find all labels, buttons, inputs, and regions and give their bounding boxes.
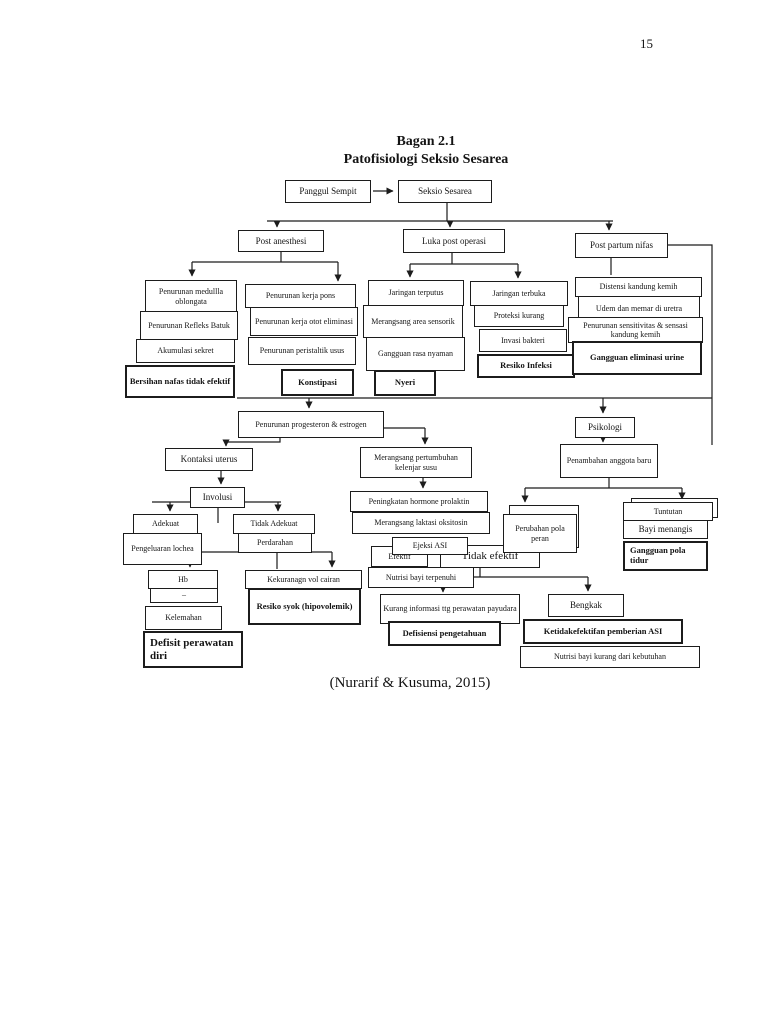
node-jaringan-terbuka: Jaringan terbuka — [470, 281, 568, 306]
node-ketidakefektifan-asi: Ketidakefektifan pemberian ASI — [523, 619, 683, 644]
node-penurunan-kerja-otot: Penurunan kerja otot eliminasi — [250, 307, 358, 336]
node-perubahan-pola-peran: Perubahan pola peran — [503, 514, 577, 553]
node-kurang-informasi: Kurang informasi ttg perawatan payudara — [380, 594, 520, 624]
diagram-title: Bagan 2.1 Patofisiologi Seksio Sesarea — [226, 133, 626, 168]
node-tidak-adekuat: Tidak Adekuat — [233, 514, 315, 534]
citation: (Nurarif & Kusuma, 2015) — [329, 675, 491, 691]
node-kontaksi-uterus: Kontaksi uterus — [165, 448, 253, 471]
node-penurunan-progesteron: Penurunan progesteron & estrogen — [238, 411, 384, 438]
page-number: 15 — [640, 36, 653, 51]
node-nyeri: Nyeri — [374, 370, 436, 396]
node-seksio-sesarea: Seksio Sesarea — [398, 180, 492, 203]
node-proteksi-kurang: Proteksi kurang — [474, 305, 564, 327]
node-merangsang-area-sensorik: Merangsang area sensorik — [363, 305, 463, 338]
node-resiko-syok: Resiko syok (hipovolemik) — [248, 588, 361, 625]
node-akumulasi-sekret: Akumulasi sekret — [136, 339, 235, 363]
diagram-title-line2: Patofisiologi Seksio Sesarea — [343, 151, 509, 167]
node-hb-extra-box: – — [150, 587, 218, 603]
node-merangsang-pertumbuhan: Merangsang pertumbuhan kelenjar susu — [360, 447, 472, 478]
node-nutrisi-terpenuhi: Nutrisi bayi terpenuhi — [368, 567, 474, 588]
node-kelemahan: Kelemahan — [145, 606, 222, 630]
node-merangsang-laktasi: Merangsang laktasi oksitosin — [352, 512, 490, 534]
node-invasi-bakteri: Invasi bakteri — [479, 329, 567, 352]
node-involusi: Involusi — [190, 487, 245, 508]
node-post-anesthesi: Post anesthesi — [238, 230, 324, 252]
node-konstipasi: Konstipasi — [281, 369, 354, 396]
node-bayi-menangis: Bayi menangis — [623, 520, 708, 539]
node-resiko-infeksi: Resiko Infeksi — [477, 354, 575, 378]
diagram-title-line1: Bagan 2.1 — [396, 134, 456, 149]
node-distensi-kandung-kemih: Distensi kandung kemih — [575, 277, 702, 297]
node-penambahan-anggota: Penambahan anggota baru — [560, 444, 658, 478]
node-peningkatan-hormone: Peningkatan hormone prolaktin — [350, 491, 488, 512]
node-bengkak: Bengkak — [548, 594, 624, 617]
node-gangguan-eliminasi-urine: Gangguan eliminasi urine — [572, 341, 702, 375]
node-ejeksi-asi: Ejeksi ASI — [392, 537, 468, 555]
node-luka-post-operasi: Luka post operasi — [403, 229, 505, 253]
node-pengeluaran-lochea: Pengeluaran lochea — [123, 533, 202, 565]
node-panggul-sempit: Panggul Sempit — [285, 180, 371, 203]
node-adekuat: Adekuat — [133, 514, 198, 534]
node-hb: Hb — [148, 570, 218, 589]
node-penurunan-medulla: Penurunan medullla oblongata — [145, 280, 237, 313]
node-penurunan-kerja-pons: Penurunan kerja pons — [245, 284, 356, 308]
node-penurunan-sensitivitas: Penurunan sensitivitas & sensasi kandung… — [568, 317, 703, 343]
node-post-partum-nifas: Post partum nifas — [575, 233, 668, 258]
node-gangguan-rasa-nyaman: Gangguan rasa nyaman — [366, 337, 465, 371]
node-defisiensi-pengetahuan: Defisiensi pengetahuan — [388, 621, 501, 646]
node-tuntutan: Tuntutan — [623, 502, 713, 521]
node-defisit-perawatan-diri: Defisit perawatan diri — [143, 631, 243, 668]
node-jaringan-terputus: Jaringan terputus — [368, 280, 464, 306]
node-psikologi: Psikologi — [575, 417, 635, 438]
node-gangguan-pola-tidur: Gangguan pola tidur — [623, 541, 708, 571]
node-penurunan-peristaltik: Penurunan peristaltik usus — [248, 337, 356, 365]
node-perdarahan: Perdarahan — [238, 533, 312, 553]
node-kekurangan-vol-cairan: Kekuranagn vol cairan — [245, 570, 362, 589]
node-bersihan-nafas-tidak-efektif: Bersihan nafas tidak efektif — [125, 365, 235, 398]
node-penurunan-refleks-batuk: Penurunan Refleks Batuk — [140, 311, 238, 340]
node-nutrisi-kurang: Nutrisi bayi kurang dari kebutuhan — [520, 646, 700, 668]
